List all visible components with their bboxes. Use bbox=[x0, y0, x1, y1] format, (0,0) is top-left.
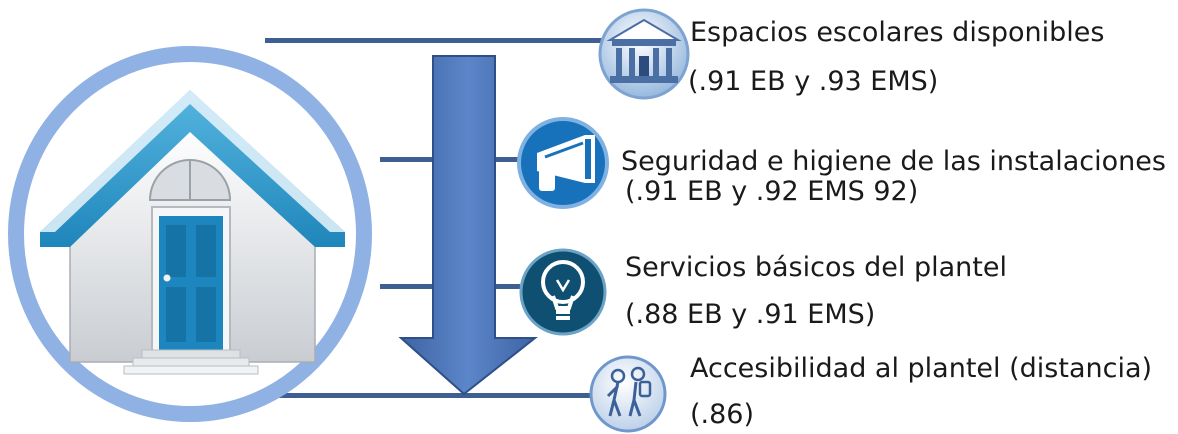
item-4-title: Accesibilidad al plantel (distancia) bbox=[690, 353, 1153, 384]
connector-line-4 bbox=[240, 393, 600, 398]
house-icon bbox=[8, 46, 372, 422]
connector-line-1 bbox=[265, 38, 605, 43]
down-arrow bbox=[398, 55, 538, 396]
item-1-detail: (.91 EB y .93 EMS) bbox=[688, 66, 939, 97]
school-building-icon bbox=[598, 8, 690, 100]
item-3-detail: (.88 EB y .91 EMS) bbox=[625, 299, 876, 330]
item-2-title: Seguridad e higiene de las instalaciones bbox=[621, 146, 1166, 177]
item-1-title: Espacios escolares disponibles bbox=[690, 17, 1105, 48]
students-walking-icon bbox=[589, 355, 667, 433]
light-bulb-icon bbox=[519, 248, 607, 336]
item-4-detail: (.86) bbox=[690, 399, 755, 430]
item-3-title: Servicios básicos del plantel bbox=[625, 252, 1007, 283]
megaphone-icon bbox=[517, 117, 609, 209]
item-2-detail: (.91 EB y .92 EMS 92) bbox=[625, 176, 919, 207]
